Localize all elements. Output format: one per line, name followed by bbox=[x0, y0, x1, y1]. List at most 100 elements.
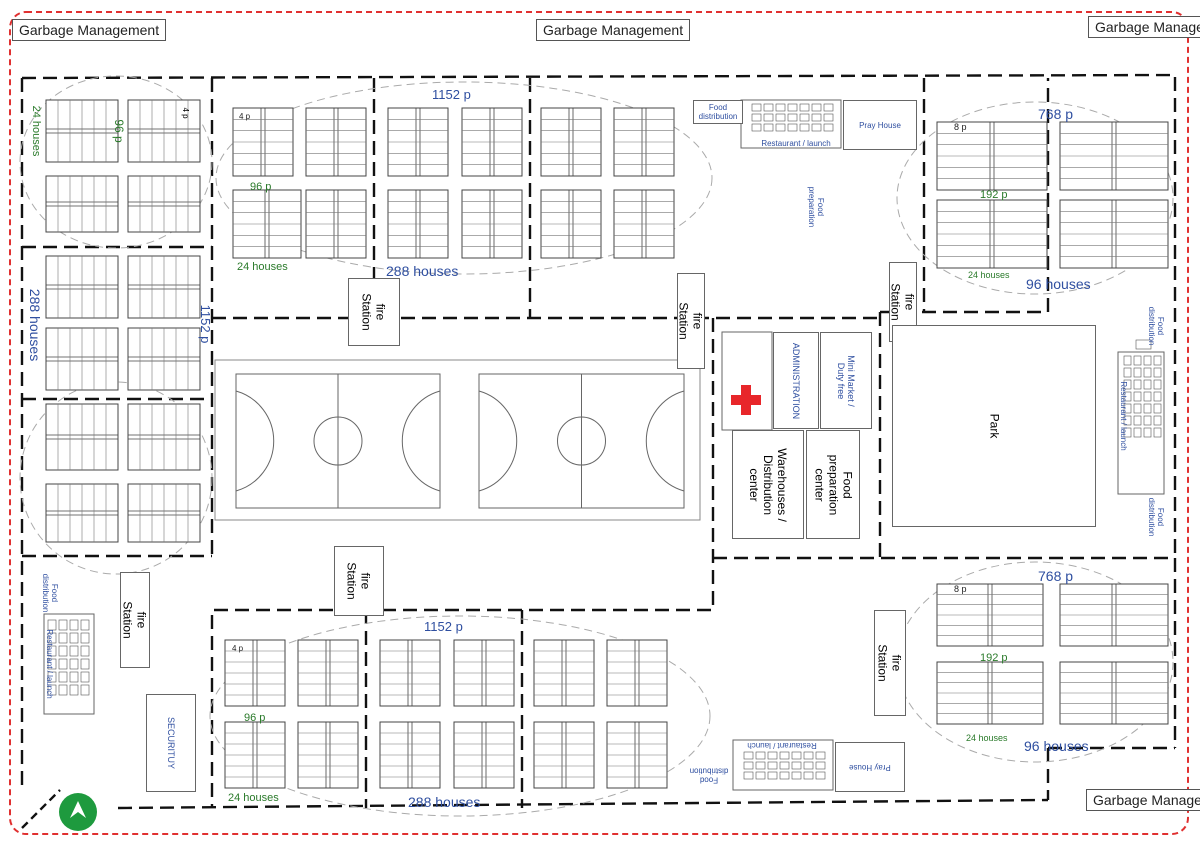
restaurant-table bbox=[751, 123, 762, 132]
housing-block bbox=[606, 639, 668, 707]
restaurant-table bbox=[1135, 339, 1152, 350]
restaurant-table bbox=[815, 761, 826, 770]
restaurant-table bbox=[1153, 367, 1162, 378]
restaurant-table bbox=[1123, 415, 1132, 426]
restaurant-table bbox=[1143, 427, 1152, 438]
restaurant-table bbox=[779, 761, 790, 770]
housing-block bbox=[453, 639, 515, 707]
restaurant-table bbox=[763, 123, 774, 132]
capacity-label: 96 p bbox=[112, 119, 126, 143]
restaurant-table bbox=[47, 658, 57, 670]
restaurant-table bbox=[743, 771, 754, 780]
restaurant-table bbox=[763, 113, 774, 122]
restaurant-table bbox=[803, 751, 814, 760]
housing-block bbox=[936, 121, 1048, 191]
restaurant-table bbox=[1123, 379, 1132, 390]
restaurant-table bbox=[1153, 379, 1162, 390]
housing-block bbox=[936, 583, 1044, 647]
cluster-outline bbox=[896, 101, 1174, 295]
housing-block bbox=[127, 403, 201, 471]
housing-block bbox=[127, 99, 201, 163]
housing-block bbox=[533, 639, 595, 707]
facility-outlines bbox=[43, 99, 1165, 791]
fire-station-label: fire Station bbox=[677, 302, 706, 340]
housing-block bbox=[540, 189, 602, 259]
restaurant-table bbox=[779, 771, 790, 780]
capacity-label: 768 p bbox=[1038, 568, 1074, 584]
restaurant-table bbox=[811, 123, 822, 132]
housing-block bbox=[224, 721, 286, 789]
restaurant-table bbox=[823, 103, 834, 112]
fire-station-label: fire Station bbox=[359, 293, 388, 331]
restaurant-table bbox=[803, 771, 814, 780]
fire-station-label: fire Station bbox=[876, 644, 905, 682]
cluster-outline bbox=[209, 615, 711, 817]
restaurant-table bbox=[69, 645, 79, 657]
restaurant-table bbox=[80, 684, 90, 696]
restaurant-table bbox=[47, 645, 57, 657]
housing-block bbox=[533, 721, 595, 789]
food-preparation-label: Food preparation bbox=[807, 186, 825, 228]
housing-blocks bbox=[45, 99, 1169, 789]
court-arc bbox=[645, 390, 685, 492]
capacity-label: 4 p bbox=[181, 107, 191, 119]
fire-station: fire Station bbox=[874, 610, 906, 716]
housing-block bbox=[1059, 583, 1169, 647]
restaurant-table bbox=[80, 632, 90, 644]
garbage-management-label: Garbage Management bbox=[12, 19, 167, 42]
restaurant-table bbox=[1133, 379, 1142, 390]
houses-label: 288 houses bbox=[386, 263, 459, 279]
restaurant-table bbox=[1133, 355, 1142, 366]
housing-block bbox=[540, 107, 602, 177]
food-distribution-label: Food distribution bbox=[1147, 497, 1165, 537]
garbage-management-label: Garbage Management bbox=[1086, 789, 1200, 812]
restaurant-table bbox=[58, 671, 68, 683]
restaurant-label: Restaurant / launch bbox=[45, 629, 55, 699]
zone-boundaries bbox=[20, 73, 1177, 810]
housing-block bbox=[461, 107, 523, 177]
restaurant-table bbox=[1123, 367, 1132, 378]
fire-station-label: fire Station bbox=[344, 562, 373, 600]
restaurant-table bbox=[775, 103, 786, 112]
food-distribution: Food distribution bbox=[693, 100, 743, 124]
restaurant-table bbox=[815, 771, 826, 780]
restaurant-table bbox=[823, 123, 834, 132]
court-arc bbox=[235, 390, 275, 492]
restaurant-table bbox=[58, 658, 68, 670]
restaurant-table bbox=[69, 684, 79, 696]
sports-court bbox=[478, 373, 685, 509]
zone-boundary bbox=[880, 78, 1050, 314]
housing-block bbox=[45, 403, 119, 471]
restaurant-table bbox=[763, 103, 774, 112]
court-center-circle bbox=[557, 416, 606, 466]
housing-block bbox=[45, 255, 119, 319]
houses-label: 24 houses bbox=[30, 105, 42, 157]
restaurant-table bbox=[799, 103, 810, 112]
restaurant-table bbox=[1153, 427, 1162, 438]
restaurant-table bbox=[1143, 403, 1152, 414]
housing-block bbox=[379, 721, 441, 789]
restaurant-table bbox=[1143, 415, 1152, 426]
houses-label: 288 houses bbox=[408, 794, 481, 810]
administration: ADMINISTRATION bbox=[773, 332, 819, 429]
housing-block bbox=[45, 99, 119, 163]
housing-block bbox=[936, 199, 1048, 269]
restaurant-table bbox=[751, 113, 762, 122]
pray-house: Pray House bbox=[835, 742, 905, 792]
houses-label: 288 houses bbox=[27, 288, 43, 362]
housing-block bbox=[453, 721, 515, 789]
zone-boundary bbox=[210, 318, 715, 808]
housing-block bbox=[224, 639, 286, 707]
housing-block bbox=[232, 107, 294, 177]
restaurant-table bbox=[1123, 427, 1132, 438]
capacity-label: 8 p bbox=[954, 122, 967, 132]
fire-station: fire Station bbox=[334, 546, 384, 616]
restaurant-table bbox=[80, 645, 90, 657]
housing-block bbox=[1059, 199, 1169, 269]
courts-area bbox=[214, 359, 701, 521]
restaurant-label: Restaurant / launch bbox=[747, 741, 817, 751]
restaurant-table bbox=[1143, 391, 1152, 402]
restaurant-table bbox=[47, 684, 57, 696]
restaurant-table bbox=[1123, 391, 1132, 402]
restaurant-table bbox=[69, 658, 79, 670]
